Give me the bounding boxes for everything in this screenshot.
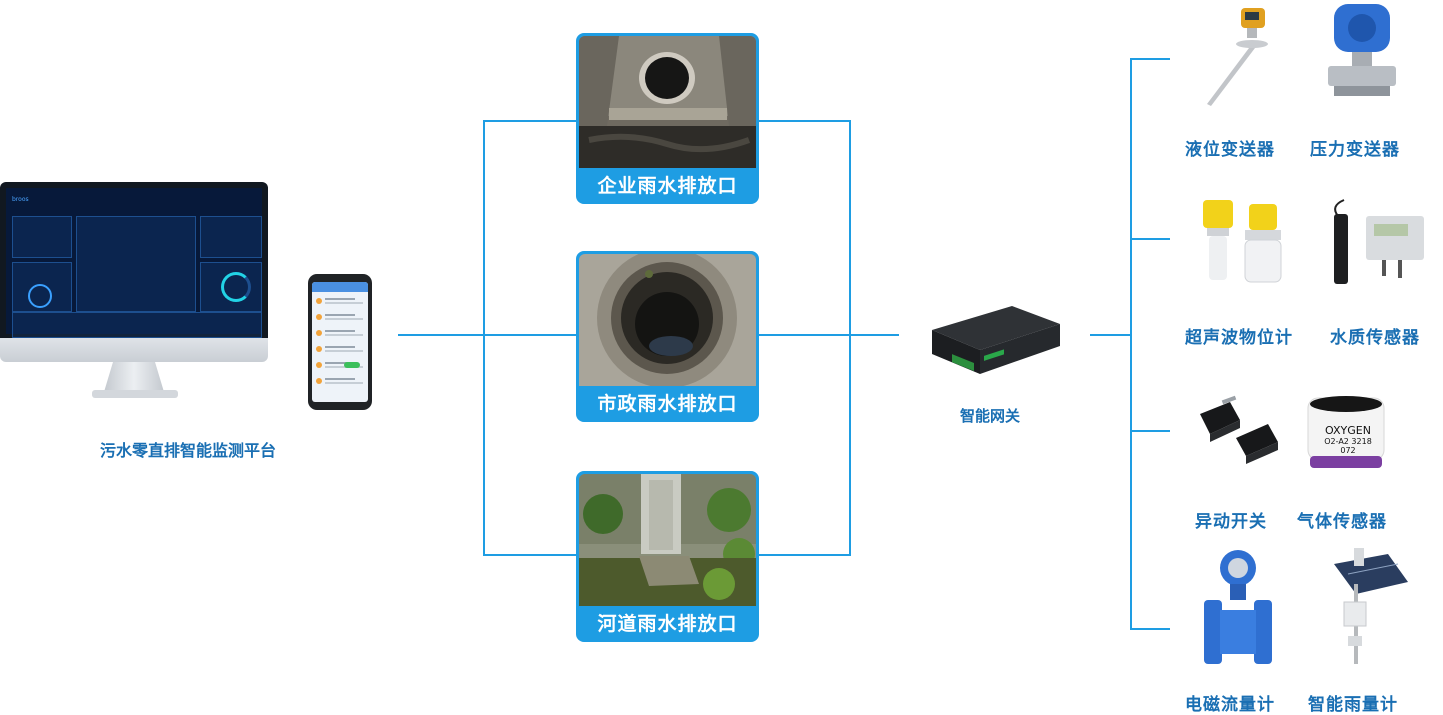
connector-sensor-row3	[1130, 430, 1170, 432]
outlet-card-municipal: 市政雨水排放口	[576, 251, 759, 422]
connector-sensor-row1	[1130, 58, 1170, 60]
gateway-device-image	[922, 302, 1062, 382]
sensor-label-water-quality-sensor: 水质传感器	[1330, 328, 1420, 348]
municipal-outlet-photo	[579, 254, 756, 386]
connector-sensor-row2	[1130, 238, 1170, 240]
oxygen-sensor-text-2: O2-A2 3218	[1324, 437, 1372, 446]
connector-right-vertical	[849, 120, 851, 556]
smart-rain-gauge-image	[1318, 544, 1414, 666]
pressure-transmitter-image	[1316, 0, 1408, 106]
gateway-label: 智能网关	[959, 407, 1020, 425]
connector-sensor-vertical	[1130, 58, 1132, 630]
sensor-label-ultrasonic-level-meter: 超声波物位计	[1185, 328, 1293, 348]
outlet-label-enterprise: 企业雨水排放口	[597, 175, 738, 197]
connector-to-gateway	[849, 334, 899, 336]
connector-right-bottom	[759, 554, 851, 556]
motion-switch-image	[1196, 394, 1282, 464]
connector-right-top	[759, 120, 851, 122]
enterprise-outlet-photo	[579, 36, 756, 168]
outlet-card-river: 河道雨水排放口	[576, 471, 759, 642]
oxygen-sensor-text-3: 072	[1340, 446, 1355, 455]
outlet-card-enterprise: 企业雨水排放口	[576, 33, 759, 204]
river-outlet-photo	[579, 474, 756, 606]
connector-platform-to-branch	[398, 334, 484, 336]
sensor-label-gas-sensor: 气体传感器	[1297, 512, 1387, 532]
dashboard-logo: broos	[12, 196, 29, 203]
connector-gateway-to-sensors	[1090, 334, 1132, 336]
monitor-dashboard-image: broos	[0, 182, 268, 402]
connector-sensor-row4	[1130, 628, 1170, 630]
connector-left-vertical	[483, 120, 485, 556]
sensor-label-electromagnetic-flowmeter: 电磁流量计	[1185, 695, 1275, 715]
ultrasonic-level-meter-image	[1195, 194, 1287, 290]
platform-label: 污水零直排智能监测平台	[99, 441, 276, 460]
dashboard-ring-chart	[28, 284, 52, 308]
connector-left-top	[483, 120, 577, 122]
mobile-phone-image	[308, 274, 372, 410]
level-transmitter-image	[1195, 2, 1285, 110]
sensor-label-level-transmitter: 液位变送器	[1185, 140, 1275, 160]
water-quality-sensor-image	[1326, 196, 1428, 288]
connector-right-middle	[759, 334, 851, 336]
sensor-label-motion-switch: 异动开关	[1195, 512, 1267, 532]
connector-left-bottom	[483, 554, 577, 556]
connector-left-middle	[483, 334, 577, 336]
oxygen-sensor-text-1: OXYGEN	[1325, 424, 1371, 437]
dashboard-gauge	[221, 272, 251, 302]
sensor-label-pressure-transmitter: 压力变送器	[1310, 140, 1400, 160]
outlet-label-municipal: 市政雨水排放口	[597, 393, 738, 415]
sensor-label-smart-rain-gauge: 智能雨量计	[1308, 695, 1398, 715]
gas-sensor-image: OXYGEN O2-A2 3218 072	[1302, 390, 1390, 474]
outlet-label-river: 河道雨水排放口	[597, 613, 738, 635]
dashboard-title-bar	[66, 198, 206, 208]
electromagnetic-flowmeter-image	[1198, 548, 1278, 666]
